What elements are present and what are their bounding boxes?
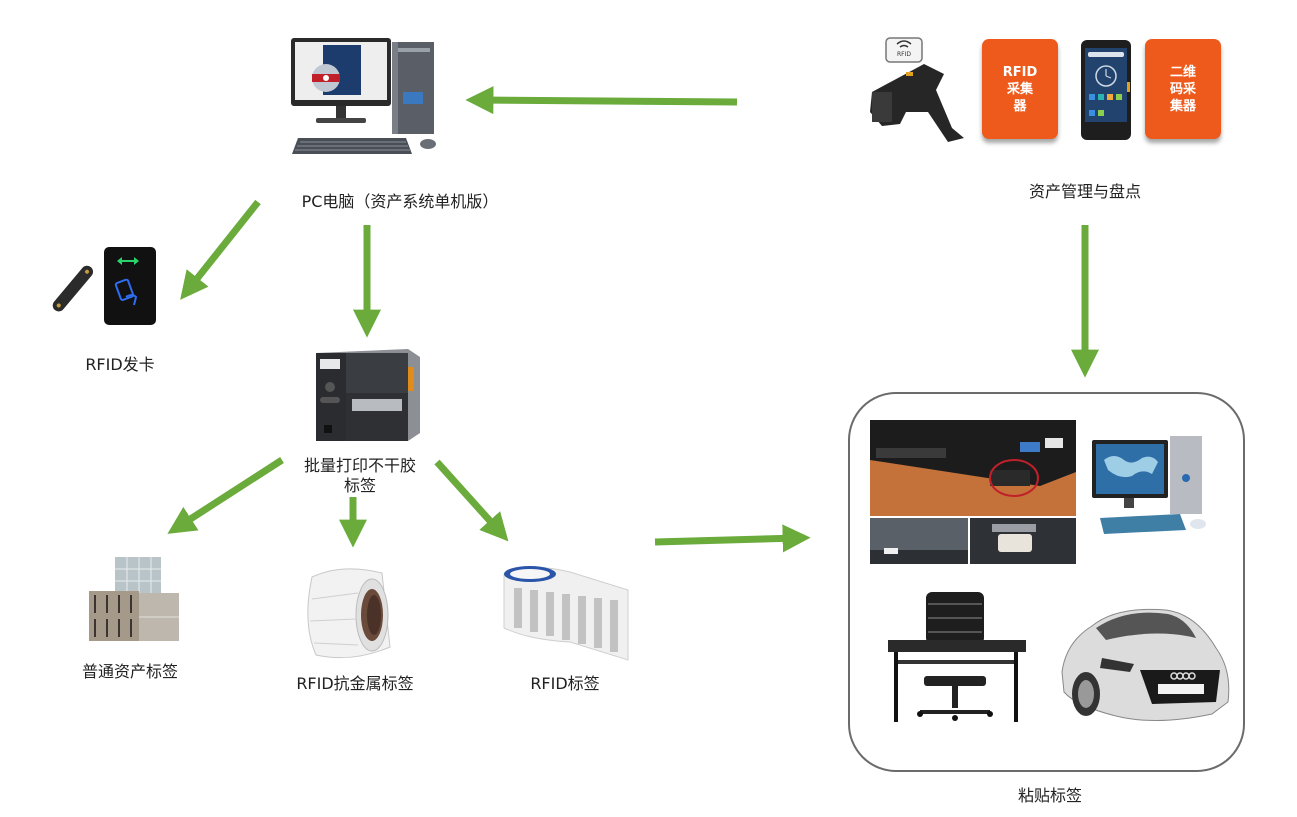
arrow-labels-to-attach: [654, 524, 811, 553]
printer-label-line1: 批量打印不干胶: [303, 456, 416, 475]
arrow-printer-to-rfid-labels: [434, 459, 509, 542]
attach-label: 粘贴标签: [1017, 786, 1082, 805]
qrcode-collector-card-text: 二维 码采 集器: [1169, 64, 1196, 114]
printer-label-line2: 标签: [343, 476, 376, 495]
label-printer-icon: [316, 349, 420, 441]
laptop-edge-icon: [870, 548, 968, 564]
handheld-pda-icon: [1081, 40, 1131, 140]
qrcode-collector-card: 二维 码采 集器: [1145, 39, 1221, 139]
rfid-badge-text: RFID: [897, 51, 911, 58]
rfid-label-strip-icon: [503, 566, 629, 661]
pc-label: PC电脑（资产系统单机版）: [301, 192, 499, 211]
desktop-pc-icon: [1092, 436, 1206, 534]
rfid-card-reader-icon: [52, 247, 156, 325]
rfid-labels-label: RFID标签: [530, 674, 600, 693]
office-desk-chair-icon: [888, 592, 1026, 722]
rfid-issuer-node: [48, 245, 160, 329]
laptop-photo-bottom-right: [970, 518, 1076, 564]
laptop-photo-bottom-left: [870, 518, 968, 564]
laptop-rfid-icon: [870, 420, 1076, 516]
office-desk-photo: [886, 590, 1026, 724]
attach-targets-box: [848, 392, 1245, 772]
arrow-printer-to-plain-labels: [167, 457, 284, 534]
handheld-pda: [1079, 38, 1133, 142]
arrow-pc-to-rfid-issuer: [180, 199, 261, 300]
desktop-photo: [1090, 434, 1210, 544]
printer-node: [312, 345, 422, 443]
rfid-scanner-icon: RFID: [870, 37, 964, 142]
desktop-computer-icon: [291, 38, 436, 154]
anti-metal-label-roll-icon: [307, 568, 391, 659]
rfid-issuer-label: RFID发卡: [85, 355, 155, 374]
plain-labels-label: 普通资产标签: [81, 662, 178, 681]
rfid-collector-card-text: RFID 采集 器: [1002, 64, 1038, 114]
metal-labels-node: [302, 563, 398, 663]
rfid-labels-node: [500, 562, 632, 662]
car-photo: [1056, 598, 1232, 728]
rfid-tag-closeup-icon: [992, 524, 1036, 552]
laptop-photo: [870, 420, 1076, 516]
inventory-label: 资产管理与盘点: [1028, 182, 1141, 201]
rfid-collector-card: RFID 采集 器: [982, 39, 1058, 139]
car-icon: [1061, 608, 1230, 721]
plain-labels-node: [85, 555, 185, 645]
pc-node: [288, 36, 448, 161]
metal-labels-label: RFID抗金属标签: [296, 674, 414, 693]
arrow-inventory-to-pc: [465, 86, 738, 115]
rfid-scanner-gun: RFID: [864, 30, 970, 145]
label-rolls-icon: [89, 557, 179, 641]
